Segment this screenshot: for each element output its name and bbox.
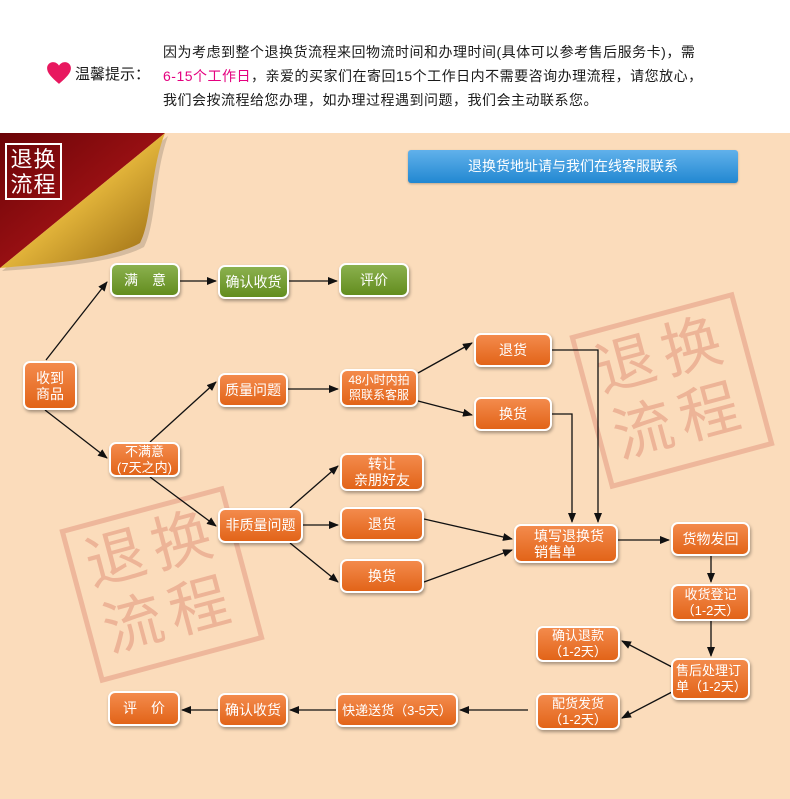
node-return-non-quality: 退货: [340, 507, 424, 541]
arrow-unsatisfied-to-non-quality: [149, 476, 217, 527]
notice-line-1: 因为考虑到整个退换货流程来回物流时间和办理时间(具体可以参考售后服务卡)，需: [163, 44, 696, 60]
node-review-bottom: 评 价: [108, 691, 180, 726]
notice-line-2: 6-15个工作日，亲爱的买家们在寄回15个工作日内不需要咨询办理流程，请您放心，: [163, 66, 703, 86]
node-ship-back: 货物发回: [671, 522, 750, 556]
corner-stamp-line-2: 流程: [10, 172, 57, 197]
corner-ribbon: [0, 133, 168, 271]
node-photo-contact: 48小时内拍 照联系客服: [340, 369, 418, 407]
node-line-1: 转让: [368, 456, 396, 472]
node-confirm-receipt-bottom: 确认收货: [218, 693, 288, 727]
node-line-1: 不满意: [124, 443, 164, 459]
node-line-2: （1-2天）: [681, 602, 740, 618]
node-line-2: 亲朋好友: [354, 472, 410, 488]
notice-line-3: 我们会按流程给您办理，如办理过程遇到问题，我们会主动联系您。: [163, 92, 598, 108]
node-label: 满 意: [124, 271, 166, 288]
node-dispatch: 配货发货 （1-2天）: [536, 693, 620, 730]
node-label: 非质量问题: [225, 517, 296, 533]
arrow-exchange-to-form: [552, 413, 576, 523]
node-fill-form: 填写退换货 销售单: [514, 524, 618, 563]
node-label: 确认收货: [225, 701, 281, 718]
node-line-2: （1-2天）: [549, 711, 607, 727]
corner-stamp-line-1: 退换: [10, 147, 57, 172]
node-line-2: 照联系客服: [348, 388, 409, 402]
node-line-2: (7天之内): [117, 459, 172, 475]
arrow-unsatisfied-to-quality: [149, 381, 217, 443]
node-label: 快递送货（3-5天）: [342, 702, 452, 718]
node-label: 评 价: [123, 700, 165, 716]
node-exchange-non-quality: 换货: [340, 559, 424, 593]
node-confirm-refund: 确认退款 （1-2天）: [536, 626, 620, 662]
node-line-2: 商品: [36, 385, 64, 402]
node-label: 换货: [499, 405, 527, 422]
arrow-after-sales-to-dispatch: [621, 691, 673, 719]
node-line-1: 确认退款: [551, 628, 604, 643]
node-satisfied: 满 意: [110, 263, 180, 297]
heart-icon: [47, 62, 71, 84]
contact-banner: 退换货地址请与我们在线客服联系: [408, 150, 738, 183]
node-quality-issue: 质量问题: [218, 373, 288, 407]
node-unsatisfied: 不满意 (7天之内): [109, 442, 180, 477]
corner-stamp: 退换 流程: [5, 143, 62, 200]
node-line-2: 单（1-2天）: [676, 679, 747, 694]
notice-highlight: 6-15个工作日: [163, 68, 252, 84]
node-line-1: 48小时内拍: [348, 373, 410, 387]
arrow-exchange2-to-form: [423, 549, 513, 583]
arrow-non-quality-to-exchange: [289, 542, 339, 583]
arrow-non-quality-to-transfer: [289, 465, 339, 509]
node-label: 确认收货: [225, 273, 282, 290]
arrow-received-to-unsatisfied: [44, 409, 108, 459]
node-line-1: 收货登记: [684, 586, 737, 602]
arrow-after-sales-to-refund: [621, 640, 673, 668]
node-review-top: 评价: [339, 263, 409, 297]
arrow-photo-to-exchange: [417, 400, 473, 417]
arrow-photo-to-return: [417, 342, 473, 374]
notice-title: 温馨提示：: [75, 66, 151, 83]
node-receipt-registration: 收货登记 （1-2天）: [671, 584, 750, 621]
node-return-quality: 退货: [474, 333, 552, 367]
node-label: 退货: [499, 341, 527, 358]
notice-panel: 温馨提示： 因为考虑到整个退换货流程来回物流时间和办理时间(具体可以参考售后服务…: [0, 0, 790, 133]
node-confirm-receipt-top: 确认收货: [218, 265, 289, 299]
node-line-1: 配货发货: [551, 695, 604, 711]
notice-line-2-rest: ，亲爱的买家们在寄回15个工作日内不需要咨询办理流程，请您放心，: [251, 68, 703, 84]
node-line-1: 售后处理订: [676, 663, 742, 678]
arrow-received-to-satisfied: [45, 281, 108, 361]
node-label: 货物发回: [682, 530, 739, 547]
node-label: 退货: [368, 515, 396, 532]
node-label: 换货: [368, 567, 396, 584]
node-line-2: 销售单: [534, 543, 576, 560]
node-transfer: 转让 亲朋好友: [340, 453, 424, 491]
node-after-sales: 售后处理订 单（1-2天）: [671, 658, 750, 700]
node-received-goods: 收到 商品: [23, 361, 77, 410]
node-label: 质量问题: [225, 381, 281, 398]
node-line-2: （1-2天）: [549, 644, 607, 659]
arrow-return-to-form: [552, 349, 602, 523]
arrow-return2-to-form: [423, 518, 513, 541]
node-non-quality-issue: 非质量问题: [218, 508, 303, 543]
node-exchange-quality: 换货: [474, 397, 552, 431]
node-courier: 快递送货（3-5天）: [336, 693, 458, 727]
node-label: 评价: [360, 271, 388, 288]
node-line-1: 收到: [36, 369, 64, 386]
corner-gold-curl: [0, 133, 165, 268]
node-line-1: 填写退换货: [534, 527, 604, 544]
